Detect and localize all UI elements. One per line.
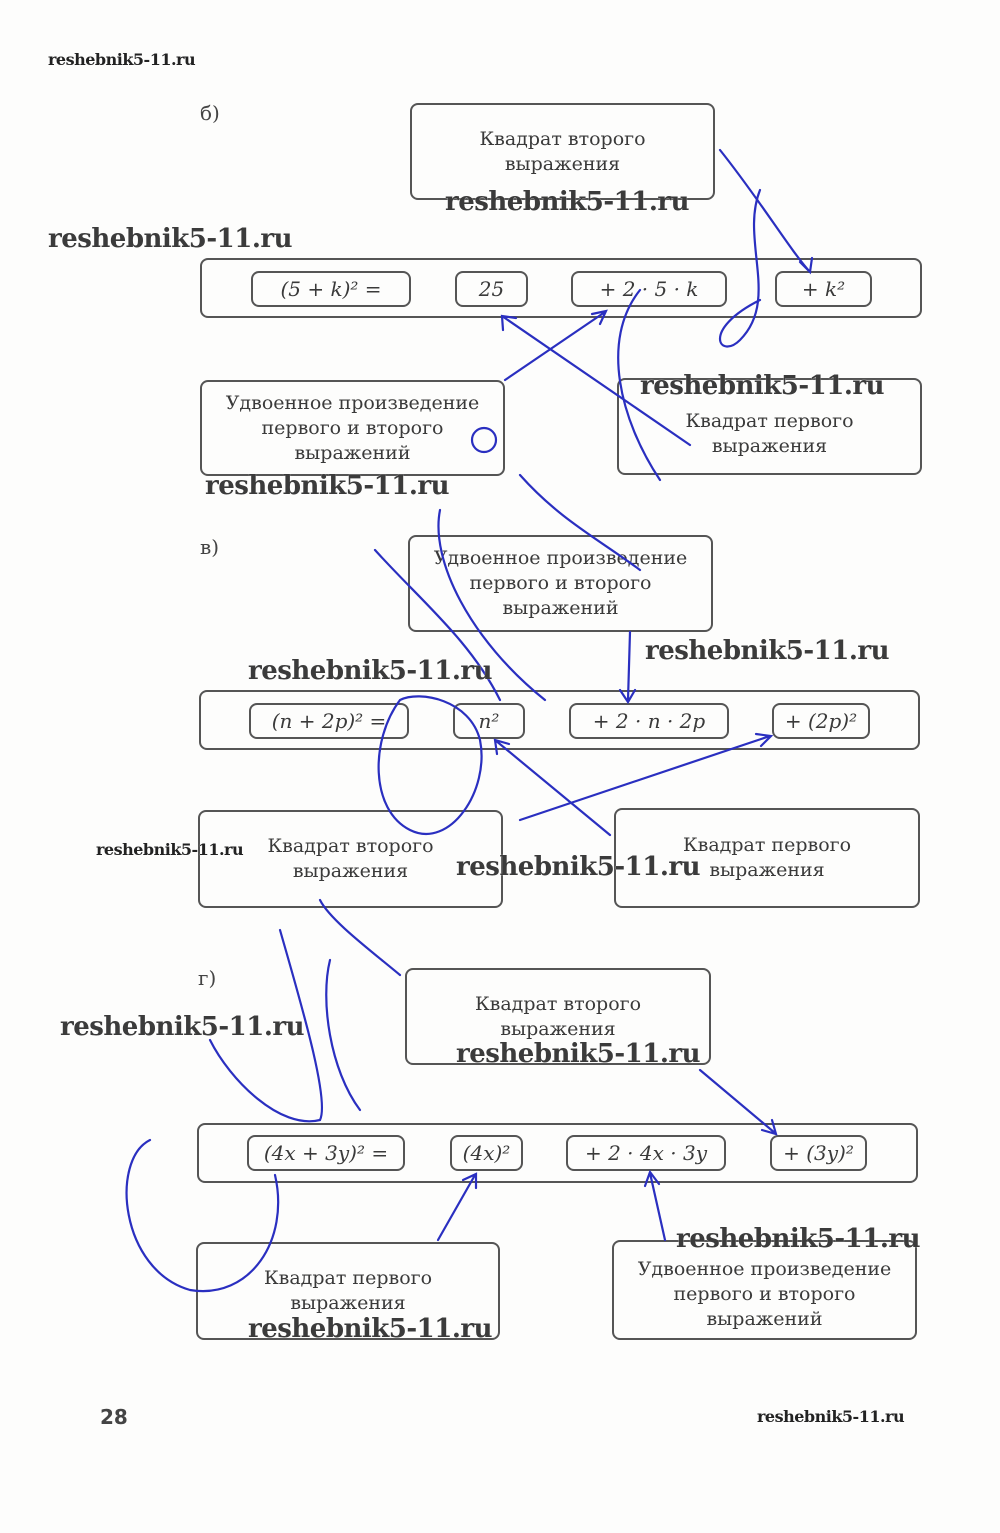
watermark: reshebnik5-11.ru	[96, 840, 244, 859]
box-square-second-b: Квадрат второго выражения	[410, 103, 715, 200]
box-double-product-g: Удвоенное произведение первого и второго…	[612, 1240, 917, 1340]
expression-pill: (4x)²	[450, 1135, 523, 1171]
watermark: reshebnik5-11.ru	[645, 636, 890, 666]
expression-pill: + k²	[775, 271, 872, 307]
expression-pill: + (2p)²	[772, 703, 870, 739]
watermark-footer: reshebnik5-11.ru	[757, 1407, 905, 1426]
box-square-second-g: Квадрат второго выражения	[405, 968, 711, 1065]
watermark: reshebnik5-11.ru	[640, 371, 885, 401]
box-double-product-v: Удвоенное произведение первого и второго…	[408, 535, 713, 632]
watermark: reshebnik5-11.ru	[456, 852, 701, 882]
expression-pill: (n + 2p)² =	[249, 703, 409, 739]
watermark: reshebnik5-11.ru	[248, 1314, 493, 1344]
section-label-g: г)	[198, 966, 217, 990]
watermark: reshebnik5-11.ru	[60, 1012, 305, 1042]
expression-pill: + 2 · 5 · k	[571, 271, 727, 307]
watermark: reshebnik5-11.ru	[248, 656, 493, 686]
box-double-product-b: Удвоенное произведение первого и второго…	[200, 380, 505, 476]
watermark: reshebnik5-11.ru	[205, 471, 450, 501]
page-number: 28	[100, 1405, 128, 1429]
expression-pill: (4x + 3y)² =	[247, 1135, 405, 1171]
expression-pill: (5 + k)² =	[251, 271, 411, 307]
expression-pill: + (3y)²	[770, 1135, 867, 1171]
watermark: reshebnik5-11.ru	[445, 187, 690, 217]
expression-pill: 25	[455, 271, 528, 307]
watermark: reshebnik5-11.ru	[48, 224, 293, 254]
watermark: reshebnik5-11.ru	[676, 1224, 921, 1254]
watermark: reshebnik5-11.ru	[456, 1039, 701, 1069]
expression-pill: + 2 · 4x · 3y	[566, 1135, 726, 1171]
expression-pill: + 2 · n · 2p	[569, 703, 729, 739]
expression-pill: n²	[453, 703, 525, 739]
section-label-v: в)	[200, 535, 220, 559]
section-label-b: б)	[200, 101, 220, 125]
watermark-header: reshebnik5-11.ru	[48, 50, 196, 69]
